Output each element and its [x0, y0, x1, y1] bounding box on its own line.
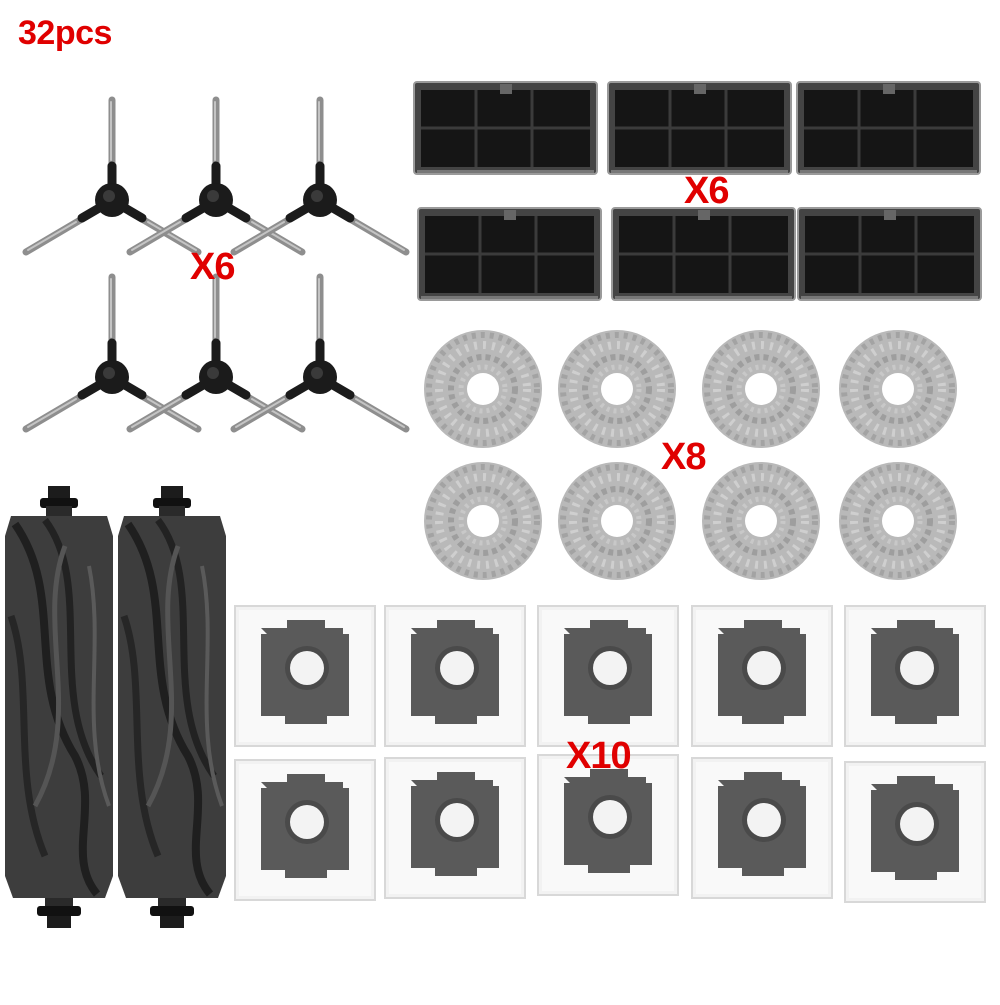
dust-bag	[537, 605, 679, 747]
hepa-filter	[606, 80, 793, 176]
dust-bag-qty-label: X10	[566, 735, 632, 777]
roller-brush-group	[5, 486, 226, 928]
hepa-filter	[796, 206, 983, 302]
mop-pad	[702, 330, 820, 448]
dust-bag	[844, 605, 986, 747]
hepa-filter	[416, 206, 603, 302]
dust-bag	[384, 757, 526, 899]
dust-bag	[844, 761, 986, 903]
hepa-filter	[610, 206, 797, 302]
mop-pad	[839, 462, 957, 580]
mop-pad	[558, 330, 676, 448]
dust-bag	[691, 757, 833, 899]
dust-bag	[691, 605, 833, 747]
main-roller-brush	[118, 486, 226, 928]
main-roller-brush	[5, 486, 113, 928]
mop-pad	[839, 330, 957, 448]
hepa-filter	[795, 80, 982, 176]
total-count-title: 32pcs	[18, 14, 112, 52]
dust-bag	[384, 605, 526, 747]
mop-pad-qty-label: X8	[661, 436, 706, 478]
hepa-filter	[412, 80, 599, 176]
dust-bag	[234, 759, 376, 901]
mop-pad	[558, 462, 676, 580]
mop-pad	[424, 462, 542, 580]
side-brush-qty-label: X6	[190, 246, 235, 288]
dust-bag	[234, 605, 376, 747]
filter-qty-label: X6	[684, 170, 729, 212]
mop-pad	[424, 330, 542, 448]
mop-pad	[702, 462, 820, 580]
